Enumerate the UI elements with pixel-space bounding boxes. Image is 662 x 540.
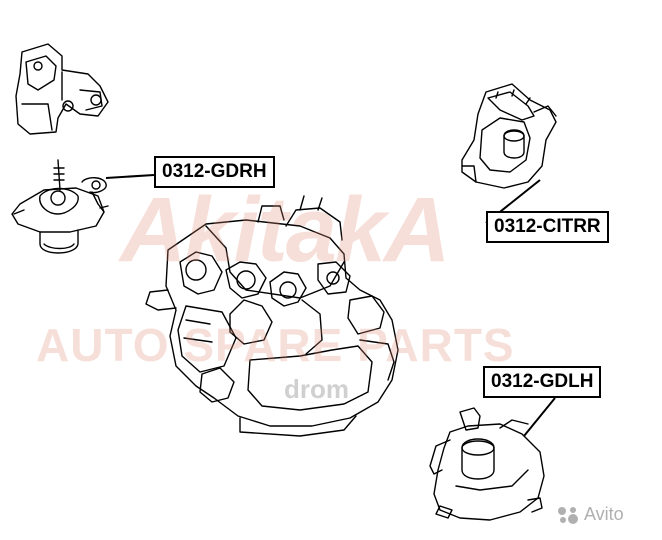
callout-0312-citrr: 0312-CITRR — [486, 211, 609, 243]
callout-0312-gdrh: 0312-GDRH — [154, 156, 275, 188]
watermark-brand: AkitakA — [120, 179, 451, 281]
bracket-top-left — [15, 43, 109, 135]
avito-dots-icon — [558, 506, 578, 524]
engine-block — [145, 195, 399, 437]
center-watermark-mark: drom — [284, 374, 349, 404]
mount-left-engine — [429, 407, 545, 521]
leader-gdrh — [105, 174, 155, 179]
corner-badge: Avito — [556, 504, 624, 525]
watermark-tagline: AUTO SPARE PARTS — [36, 319, 515, 371]
mount-rear-torque — [461, 83, 557, 189]
mount-right-engine — [11, 159, 109, 254]
corner-badge-text: Avito — [584, 504, 624, 524]
callout-0312-gdlh: 0312-GDLH — [483, 366, 602, 398]
leader-gdlh — [523, 397, 556, 437]
